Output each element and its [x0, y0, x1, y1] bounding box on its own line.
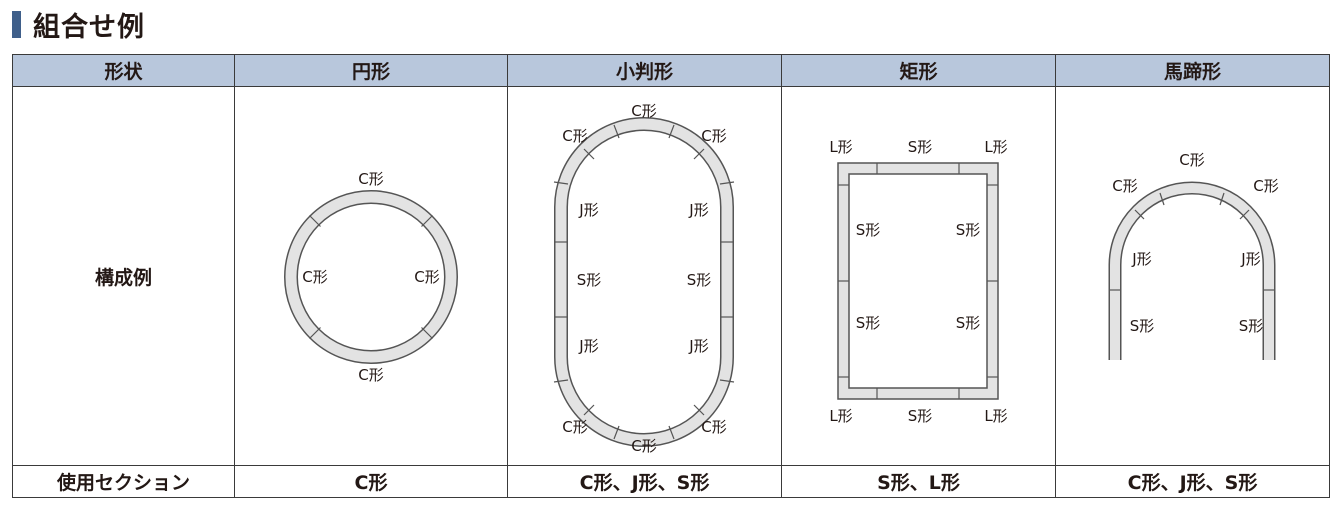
- circle-label-top: C形: [358, 170, 383, 188]
- diagram-row: 構成例 C形 C形 C形 C形: [12, 86, 1330, 466]
- header-circle: 円形: [234, 54, 508, 87]
- horseshoe-label-top-right: C形: [1253, 177, 1278, 195]
- circle-track-fill: [285, 191, 457, 363]
- oval-label-j-lower-right: J形: [688, 337, 708, 355]
- horseshoe-label-top-left: C形: [1112, 177, 1137, 195]
- oval-label-bottom-right: C形: [701, 418, 726, 436]
- oval-label-bottom: C形: [631, 437, 656, 455]
- horseshoe-label-j-left: J形: [1131, 250, 1151, 268]
- rect-label-s-bottom: S形: [908, 407, 933, 425]
- rect-label-l-bottom-right: L形: [984, 407, 1007, 425]
- horseshoe-label-top: C形: [1179, 151, 1204, 169]
- oval-label-s-right: S形: [687, 271, 712, 289]
- header-row: 形状 円形 小判形 矩形 馬蹄形: [12, 54, 1330, 87]
- oval-label-top-right: C形: [701, 127, 726, 145]
- oval-track-fill: [555, 118, 733, 446]
- header-horseshoe: 馬蹄形: [1055, 54, 1330, 87]
- footer-oval: C形、J形、S形: [507, 465, 782, 498]
- rect-label-l-top-right: L形: [984, 138, 1007, 156]
- circle-diagram-cell: C形 C形 C形 C形: [234, 86, 508, 466]
- rect-label-s-upper-left: S形: [856, 221, 881, 239]
- page-title: 組合せ例: [33, 11, 145, 43]
- oval-label-s-left: S形: [577, 271, 602, 289]
- footer-row: 使用セクション C形 C形、J形、S形 S形、L形 C形、J形、S形: [12, 465, 1330, 498]
- oval-label-j-upper-right: J形: [688, 201, 708, 219]
- rect-label-l-bottom-left: L形: [829, 407, 852, 425]
- oval-label-top-left: C形: [562, 127, 587, 145]
- circle-diagram: C形 C形 C形 C形: [284, 170, 458, 384]
- section-title: 組合せ例: [12, 6, 145, 43]
- oval-label-j-upper-left: J形: [578, 201, 598, 219]
- header-rectangle: 矩形: [781, 54, 1056, 87]
- rect-label-s-upper-right: S形: [956, 221, 981, 239]
- header-oval: 小判形: [507, 54, 782, 87]
- horseshoe-track-fill: [1110, 183, 1274, 360]
- horseshoe-label-s-right: S形: [1239, 317, 1264, 335]
- circle-label-right: C形: [414, 268, 439, 286]
- header-shape: 形状: [12, 54, 235, 87]
- oval-label-j-lower-left: J形: [578, 337, 598, 355]
- rect-label-s-top: S形: [908, 138, 933, 156]
- row-label-composition: 構成例: [12, 86, 235, 466]
- title-accent-bar: [12, 10, 21, 38]
- rectangle-diagram: L形 S形 L形 S形 S形 S形 S形 L形 S形 L形: [829, 138, 1007, 425]
- oval-diagram: C形 C形 C形 J形 J形 S形 S形 J形 J形 C形 C形 C形: [553, 102, 735, 455]
- footer-horseshoe: C形、J形、S形: [1055, 465, 1330, 498]
- horseshoe-label-j-right: J形: [1240, 250, 1260, 268]
- horseshoe-label-s-left: S形: [1130, 317, 1155, 335]
- combination-table: 形状 円形 小判形 矩形 馬蹄形 構成例 C形 C形 C形 C形: [12, 54, 1330, 498]
- footer-label-sections: 使用セクション: [12, 465, 235, 498]
- circle-label-left: C形: [302, 268, 327, 286]
- rectangle-diagram-cell: L形 S形 L形 S形 S形 S形 S形 L形 S形 L形: [781, 86, 1056, 466]
- horseshoe-diagram: C形 C形 C形 J形 J形 S形 S形: [1108, 151, 1279, 360]
- rect-label-s-lower-left: S形: [856, 314, 881, 332]
- footer-circle: C形: [234, 465, 508, 498]
- circle-label-bottom: C形: [358, 366, 383, 384]
- oval-label-bottom-left: C形: [562, 418, 587, 436]
- rect-label-s-lower-right: S形: [956, 314, 981, 332]
- rect-label-l-top-left: L形: [829, 138, 852, 156]
- oval-label-top: C形: [631, 102, 656, 120]
- rectangle-track: [837, 162, 999, 400]
- footer-rectangle: S形、L形: [781, 465, 1056, 498]
- horseshoe-diagram-cell: C形 C形 C形 J形 J形 S形 S形: [1055, 86, 1330, 466]
- oval-diagram-cell: C形 C形 C形 J形 J形 S形 S形 J形 J形 C形 C形 C形: [507, 86, 782, 466]
